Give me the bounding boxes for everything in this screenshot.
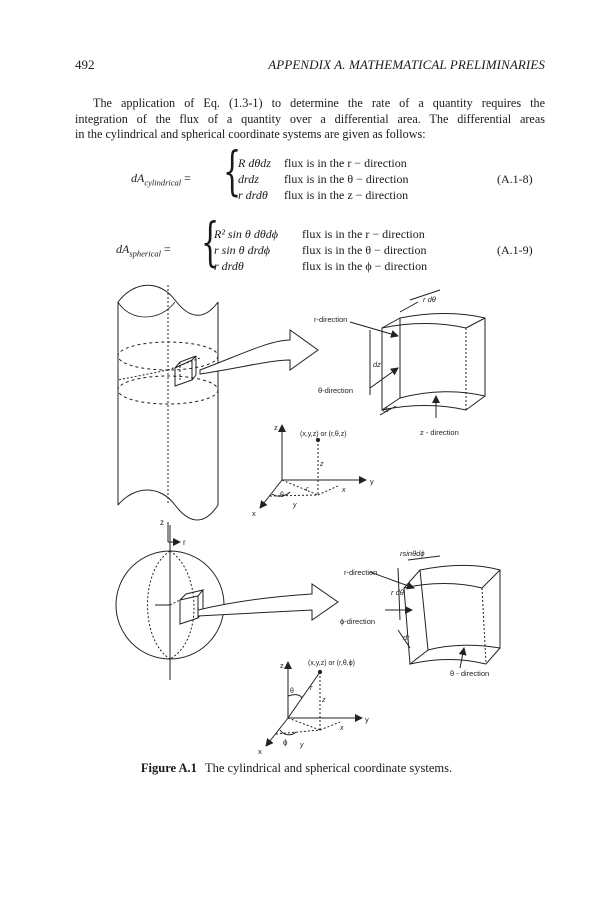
paragraph-line: integration of the flux of a quantity ov… <box>75 111 545 126</box>
y-label: y <box>292 502 297 509</box>
axis-x-label: x <box>258 747 262 756</box>
z-label: z <box>319 461 324 468</box>
intro-paragraph: The application of Eq. (1.3-1) to determ… <box>75 96 545 143</box>
point-label: (x,y,z) or (r,θ,z) <box>300 431 347 438</box>
equation-a1-8: dAcylindrical = { R dθdz flux is in the … <box>131 142 533 202</box>
label-r-sin-theta-dphi: rsinθdϕ <box>400 549 425 558</box>
label-r-dtheta: r dθ <box>391 588 404 597</box>
theta-label: θ <box>290 688 294 695</box>
x-label: x <box>339 725 344 732</box>
axis-y-label: y <box>365 715 369 724</box>
left-brace: { <box>201 213 220 273</box>
equation-number: (A.1-8) <box>497 172 533 186</box>
axis-z-label: z <box>280 661 284 670</box>
paragraph-line: in the cylindrical and spherical coordin… <box>75 127 426 142</box>
figure-caption: Figure A.1 The cylindrical and spherical … <box>0 761 593 776</box>
left-brace: { <box>223 142 242 202</box>
x-label: x <box>341 487 346 494</box>
page-number: 492 <box>75 57 95 72</box>
label-r-dtheta: r dθ <box>423 295 436 304</box>
axis-y-label: y <box>370 477 374 486</box>
eq-lhs: dAspherical = <box>116 242 171 259</box>
r-label: r <box>310 685 313 692</box>
z-label: z <box>321 697 326 704</box>
sph-element-drawing <box>369 555 501 669</box>
small-z-label: z <box>160 518 164 527</box>
label-z-direction: z - direction <box>420 428 459 437</box>
label-r-direction: r-direction <box>314 315 347 324</box>
equation-a1-9: dAspherical = { R² sin θ dθdϕ flux is in… <box>116 213 533 273</box>
page-header: 492 APPENDIX A. MATHEMATICAL PRELIMINARI… <box>75 57 545 75</box>
equation-number: (A.1-9) <box>497 243 533 257</box>
paragraph-line: The application of Eq. (1.3-1) to determ… <box>93 96 545 110</box>
caption-text: The cylindrical and spherical coordinate… <box>204 761 453 775</box>
label-dr: dr <box>403 633 410 642</box>
cylinder-drawing <box>117 284 219 521</box>
label-theta-direction: θ - direction <box>450 669 489 678</box>
cyl-element-drawing <box>349 289 486 418</box>
big-arrow <box>199 329 319 375</box>
y-label: y <box>299 742 304 749</box>
label-r-direction: r-direction <box>344 568 377 577</box>
phi-label: ϕ <box>283 738 288 747</box>
axis-x-label: x <box>252 509 256 518</box>
theta-label: θ <box>280 492 284 499</box>
label-dr: dr <box>383 405 390 414</box>
cyl-coordinate-axes <box>259 424 367 509</box>
axis-z-label: z <box>274 423 278 432</box>
small-r-label: r <box>183 538 186 547</box>
sphere-drawing <box>115 525 225 680</box>
label-phi-direction: ϕ-direction <box>340 617 375 626</box>
point-label: (x,y,z) or (r,θ,ϕ) <box>308 660 355 667</box>
r-label: r <box>306 486 309 493</box>
label-theta-direction: θ-direction <box>318 386 353 395</box>
label-dz: dz <box>373 360 381 369</box>
sph-coordinate-axes <box>265 661 363 747</box>
caption-label: Figure A.1 <box>140 761 197 775</box>
big-arrow <box>197 583 339 621</box>
eq-lhs: dAcylindrical = <box>131 171 191 188</box>
running-title: APPENDIX A. MATHEMATICAL PRELIMINARIES <box>268 57 545 72</box>
